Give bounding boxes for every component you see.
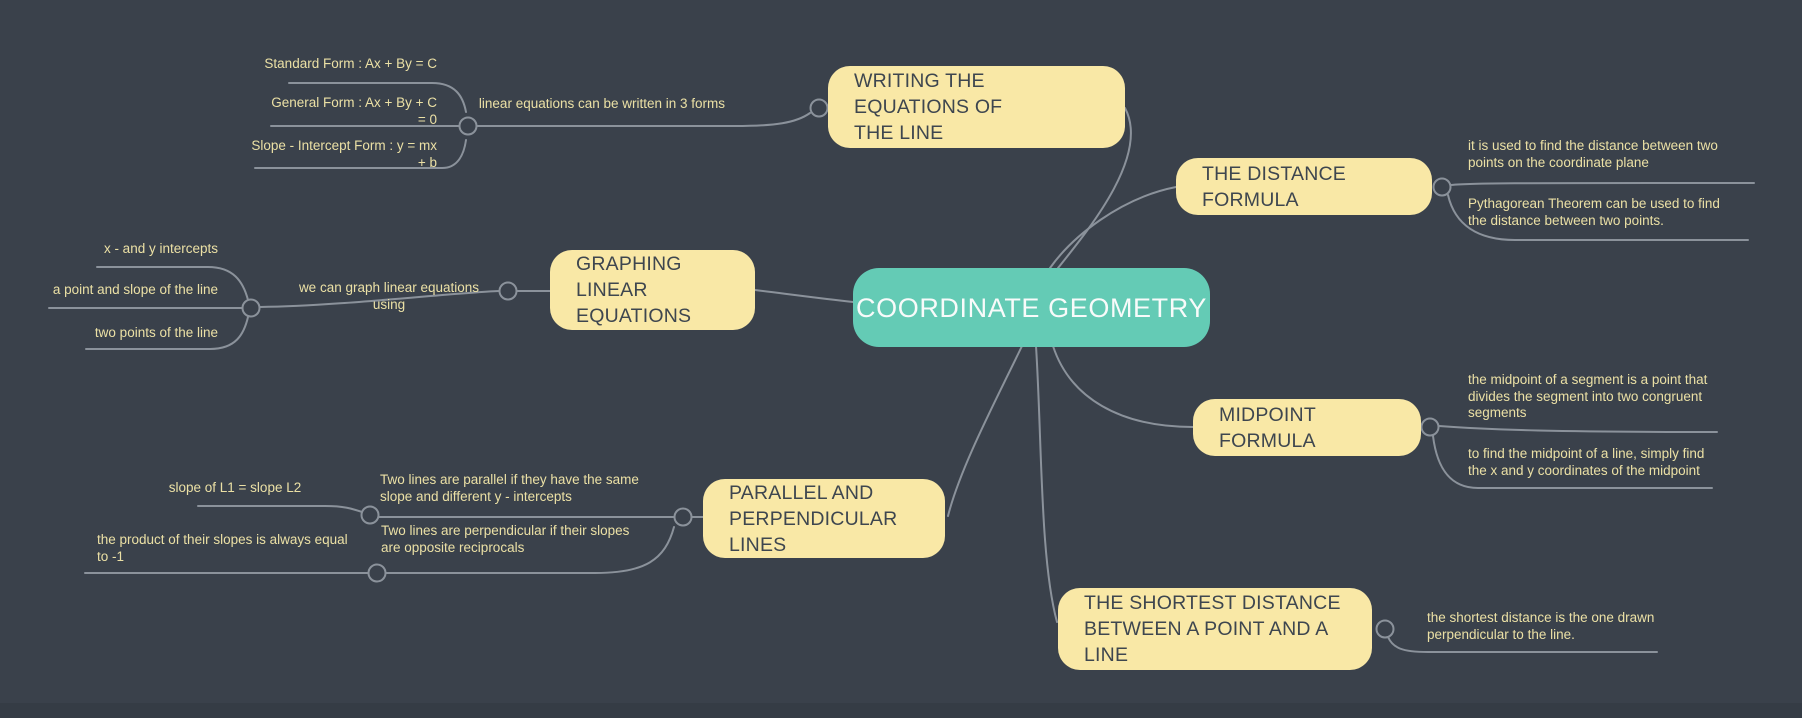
connector-distance-use [1450,182,1755,186]
junction-slope-equal [360,505,380,525]
node-graphing-linear-equations-label: GRAPHING LINEAR EQUATIONS [576,253,692,327]
node-shortest-distance[interactable]: THE SHORTEST DISTANCE BETWEEN A POINT AN… [1058,588,1372,670]
leaf-parallel-definition[interactable]: Two lines are parallel if they have the … [380,472,639,504]
junction-parallel-merge [673,507,693,527]
leaf-two-points[interactable]: two points of the line [94,325,218,340]
leaf-perpendicular-definition[interactable]: Two lines are perpendicular if their slo… [381,523,630,555]
connector-central-parallel [947,345,1023,517]
connector-pythagorean [1447,194,1749,241]
junction-writing-node [809,98,829,118]
node-parallel-perpendicular[interactable]: PARALLEL AND PERPENDICULAR LINES [703,479,945,558]
leaf-slope-intercept-form[interactable]: Slope - Intercept Form : y = mx + b [251,138,437,170]
node-writing-equations[interactable]: WRITING THE EQUATIONS OF THE LINE [828,66,1125,148]
bottom-edge-strip [0,703,1802,718]
node-distance-formula[interactable]: THE DISTANCE FORMULA [1176,158,1432,215]
connector-midpoint-how [1432,435,1713,489]
junction-three-forms [458,116,478,136]
leaf-general-form[interactable]: General Form : Ax + By + C = 0 [271,95,437,127]
leaf-pythagorean[interactable]: Pythagorean Theorem can be used to find … [1468,196,1720,228]
junction-graph-using [241,298,261,318]
node-midpoint-formula-label: MIDPOINT FORMULA [1219,403,1316,452]
leaf-graph-using-label[interactable]: we can graph linear equations using [298,280,480,312]
connector-midpoint-definition [1438,425,1718,433]
leaf-midpoint-how[interactable]: to find the midpoint of a line, simply f… [1468,446,1705,478]
connector-two-points [85,316,249,350]
connector-xy-intercepts [96,266,249,301]
leaf-product-of-slopes[interactable]: the product of their slopes is always eq… [97,532,348,564]
node-coordinate-geometry-label: COORDINATE GEOMETRY [856,292,1207,323]
connector-slope-intercept [254,139,467,169]
junction-graphing-node [498,281,518,301]
connector-graph-using-label [259,290,500,308]
node-writing-equations-label: WRITING THE EQUATIONS OF THE LINE [854,70,1003,144]
leaf-point-and-slope[interactable]: a point and slope of the line [52,282,218,297]
connector-central-graphing [754,289,854,303]
node-coordinate-geometry[interactable]: COORDINATE GEOMETRY [853,268,1210,347]
connector-shortest-definition [1387,636,1658,653]
connector-central-writing [1057,107,1132,269]
connector-central-midpoint [1052,345,1194,428]
connector-perpendicular-definition [385,526,675,574]
junction-midpoint-node [1420,417,1440,437]
junction-product-of-slopes [367,563,387,583]
node-shortest-distance-label: THE SHORTEST DISTANCE BETWEEN A POINT AN… [1084,592,1341,666]
connector-central-distance [1049,186,1177,269]
node-midpoint-formula[interactable]: MIDPOINT FORMULA [1193,399,1421,456]
leaf-xy-intercepts[interactable]: x - and y intercepts [103,241,218,256]
leaf-midpoint-definition[interactable]: the midpoint of a segment is a point tha… [1468,372,1708,420]
leaf-slope-equal[interactable]: slope of L1 = slope L2 [168,480,302,495]
leaf-distance-use[interactable]: it is used to find the distance between … [1468,138,1718,170]
node-parallel-perpendicular-label: PARALLEL AND PERPENDICULAR LINES [729,481,898,556]
connector-slope-equal [197,505,363,513]
connector-central-shortest [1035,345,1058,623]
node-distance-formula-label: THE DISTANCE FORMULA [1202,162,1346,211]
connector-three-forms-label [476,112,811,127]
junction-shortest-node [1375,619,1395,639]
node-graphing-linear-equations[interactable]: GRAPHING LINEAR EQUATIONS [550,250,755,330]
junction-distance-node [1432,177,1452,197]
connector-standard-form [288,82,467,113]
leaf-three-forms-label[interactable]: linear equations can be written in 3 for… [478,96,726,111]
leaf-shortest-definition[interactable]: the shortest distance is the one drawn p… [1427,610,1655,642]
leaf-standard-form[interactable]: Standard Form : Ax + By = C [264,56,437,71]
